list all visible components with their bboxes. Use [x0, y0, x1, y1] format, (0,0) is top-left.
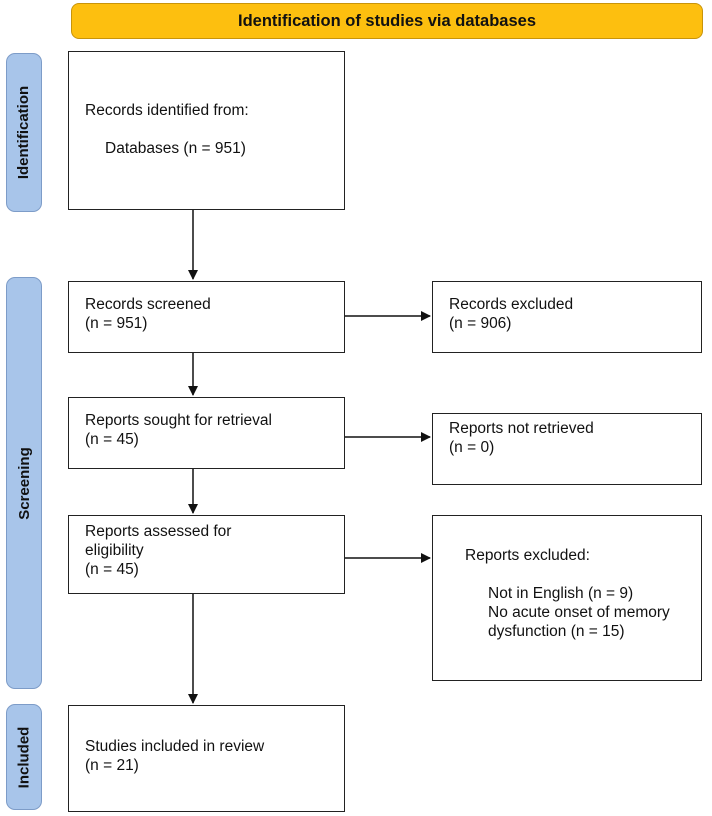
reports-sought-count: (n = 45) [85, 431, 139, 448]
phase-included: Included [6, 704, 42, 810]
records-screened-box: Records screened (n = 951) [68, 281, 345, 353]
reports-sought-box: Reports sought for retrieval (n = 45) [68, 397, 345, 469]
reports-excluded-title: Reports excluded: [465, 547, 590, 564]
records-excluded-count: (n = 906) [449, 315, 512, 332]
records-identified-title: Records identified from: [85, 102, 249, 119]
reports-not-retrieved-count: (n = 0) [449, 439, 495, 456]
reports-excluded-box: Reports excluded: Not in English (n = 9)… [432, 515, 702, 681]
reports-assessed-box: Reports assessed for eligibility (n = 45… [68, 515, 345, 594]
records-excluded-title: Records excluded [449, 296, 574, 313]
studies-included-box: Studies included in review (n = 21) [68, 705, 345, 812]
exclusion-reason: Not in English (n = 9) [488, 585, 634, 602]
studies-included-title: Studies included in review [85, 738, 265, 755]
header-banner: Identification of studies via databases [71, 3, 703, 39]
reports-assessed-count: (n = 45) [85, 561, 139, 578]
records-excluded-box: Records excluded (n = 906) [432, 281, 702, 353]
exclusion-reason: dysfunction (n = 15) [488, 623, 625, 640]
phase-identification: Identification [6, 53, 42, 212]
studies-included-count: (n = 21) [85, 757, 139, 774]
reports-assessed-title-line1: Reports assessed for [85, 523, 232, 540]
reports-assessed-title-line2: eligibility [85, 542, 144, 559]
reports-not-retrieved-box: Reports not retrieved (n = 0) [432, 413, 702, 485]
records-screened-title: Records screened [85, 296, 211, 313]
records-screened-count: (n = 951) [85, 315, 148, 332]
databases-count: Databases (n = 951) [105, 140, 246, 157]
header-title: Identification of studies via databases [238, 11, 536, 30]
reports-sought-title: Reports sought for retrieval [85, 412, 272, 429]
exclusion-reason: No acute onset of memory [488, 604, 670, 621]
records-identified-box: Records identified from: Databases (n = … [68, 51, 345, 210]
phase-screening: Screening [6, 277, 42, 689]
reports-not-retrieved-title: Reports not retrieved [449, 420, 594, 437]
